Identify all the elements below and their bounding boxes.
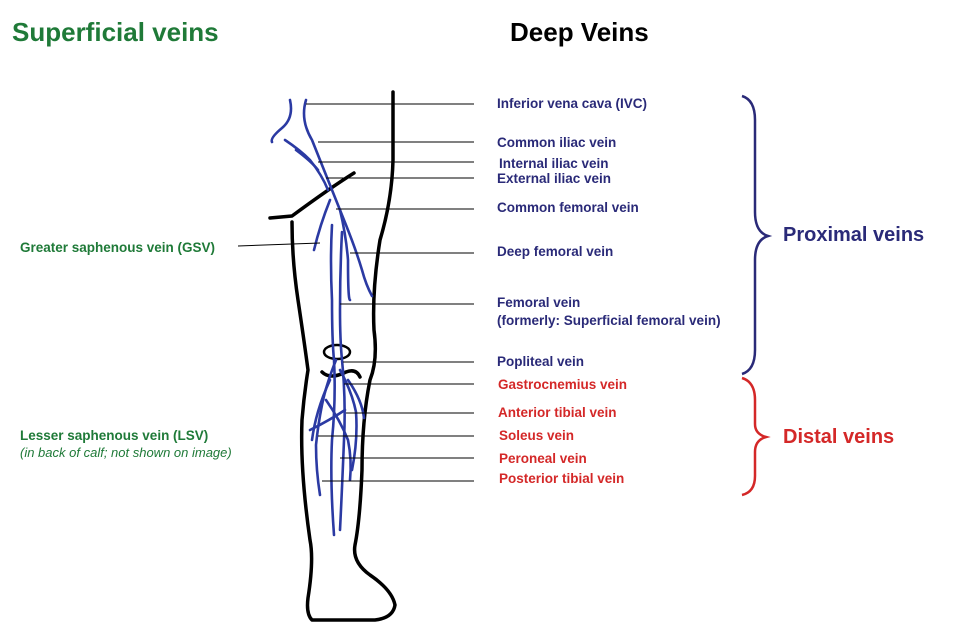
gastrocnemius-label: Gastrocnemius vein xyxy=(498,377,628,392)
proximal-veins-label: Proximal veins xyxy=(783,224,925,246)
posterior-tibial-label: Posterior tibial vein xyxy=(499,471,625,486)
deep-femoral-label: Deep femoral vein xyxy=(497,244,614,259)
distal-brace xyxy=(741,376,771,497)
leg-outline-right xyxy=(290,90,397,622)
knee-mark xyxy=(320,369,362,379)
superficial-veins-heading: Superficial veins xyxy=(12,17,219,47)
lsv-note: (in back of calf; not shown on image) xyxy=(20,445,232,460)
patella xyxy=(322,343,352,361)
external-iliac-label: External iliac vein xyxy=(497,171,612,186)
popliteal-label: Popliteal vein xyxy=(497,354,585,369)
ivc-label: Inferior vena cava (IVC) xyxy=(497,96,648,111)
lsv-label: Lesser saphenous vein (LSV) xyxy=(20,428,209,443)
groin-line xyxy=(268,171,356,220)
deep-veins-heading: Deep Veins xyxy=(510,17,649,47)
soleus-label: Soleus vein xyxy=(499,428,575,443)
femoral-label: Femoral vein xyxy=(497,295,581,310)
proximal-brace xyxy=(741,94,773,376)
anterior-tibial-label: Anterior tibial vein xyxy=(498,405,617,420)
common-iliac-label: Common iliac vein xyxy=(497,135,617,150)
internal-iliac-label: Internal iliac vein xyxy=(499,156,609,171)
peroneal-label: Peroneal vein xyxy=(499,451,587,466)
femoral-former-label: (formerly: Superficial femoral vein) xyxy=(497,313,721,328)
gsv-label: Greater saphenous vein (GSV) xyxy=(20,240,216,255)
common-femoral-label: Common femoral vein xyxy=(497,200,639,215)
distal-veins-label: Distal veins xyxy=(783,426,895,448)
